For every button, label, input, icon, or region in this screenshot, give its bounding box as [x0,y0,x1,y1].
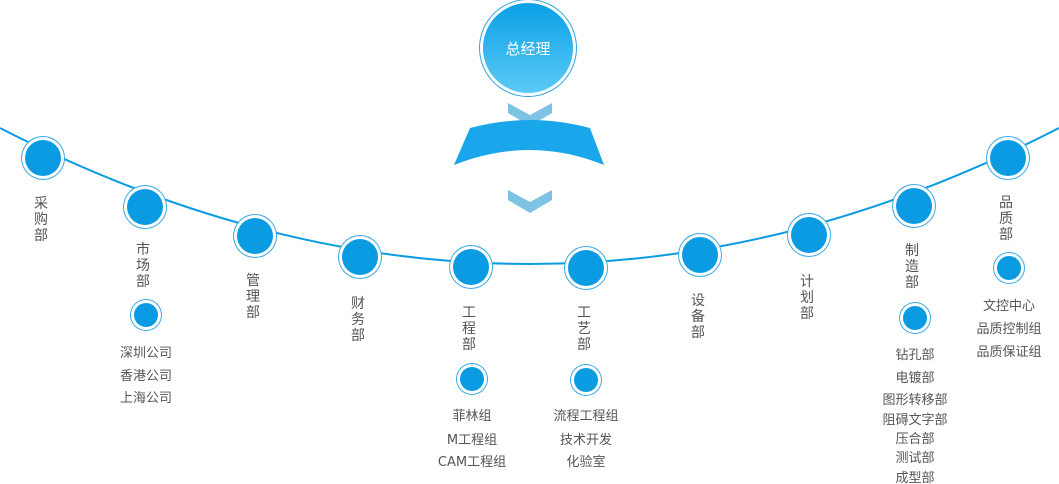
sub-group-label[interactable]: 电镀部 [895,371,935,386]
general-manager-label: 总经理 [505,39,551,58]
sub-group-label[interactable]: 品质控制组 [976,322,1042,337]
sub-group-label[interactable]: 技术开发 [559,433,613,448]
department-label: 管理部 [246,273,260,321]
sub-group-label[interactable]: 上海公司 [119,391,173,406]
chevron-down-icon [508,190,552,213]
department-label: 计划部 [800,274,814,322]
sub-group-label[interactable]: 品质保证组 [976,345,1042,360]
general-manager-node[interactable]: 总经理 [483,3,573,93]
sub-group-label[interactable]: 成型部 [895,471,935,484]
sub-node[interactable] [997,256,1021,280]
department-node[interactable] [896,188,932,224]
deputy-general-manager-label[interactable]: 副总经理 [498,152,559,170]
sub-group-label[interactable]: 菲林组 [452,409,492,424]
sub-group-label[interactable]: 压合部 [895,432,935,447]
department-label: 财务部 [351,296,365,344]
sub-node[interactable] [574,368,598,392]
department-node[interactable] [568,250,604,286]
department-node[interactable] [453,249,489,285]
deputy-arc-band [454,120,604,165]
sub-group-label[interactable]: 流程工程组 [553,409,619,424]
department-label: 工艺部 [577,305,591,353]
sub-group-label[interactable]: 化验室 [566,455,606,470]
sub-node[interactable] [134,303,158,327]
sub-node[interactable] [903,306,927,330]
department-label: 市场部 [136,242,150,290]
department-node[interactable] [682,237,718,273]
department-label: 工程部 [462,305,476,353]
sub-group-label[interactable]: 钻孔部 [895,348,935,363]
department-label: 设备部 [691,293,705,341]
sub-group-label[interactable]: 测试部 [895,451,935,466]
sub-group-label[interactable]: 香港公司 [119,369,173,384]
sub-group-label[interactable]: CAM工程组 [437,455,507,470]
sub-group-label[interactable]: 文控中心 [982,299,1036,314]
department-node[interactable] [791,217,827,253]
sub-group-label[interactable]: M工程组 [446,433,498,448]
department-node[interactable] [237,218,273,254]
sub-group-label[interactable]: 深圳公司 [119,346,173,361]
department-node[interactable] [990,140,1026,176]
sub-group-label[interactable]: 图形转移部 [882,393,948,408]
department-node[interactable] [127,189,163,225]
department-node[interactable] [25,140,61,176]
department-node[interactable] [342,239,378,275]
department-label: 品质部 [999,195,1013,243]
department-label: 采购部 [34,196,48,244]
sub-group-label[interactable]: 阻碍文字部 [882,413,948,428]
sub-node[interactable] [460,367,484,391]
department-label: 制造部 [905,243,919,291]
